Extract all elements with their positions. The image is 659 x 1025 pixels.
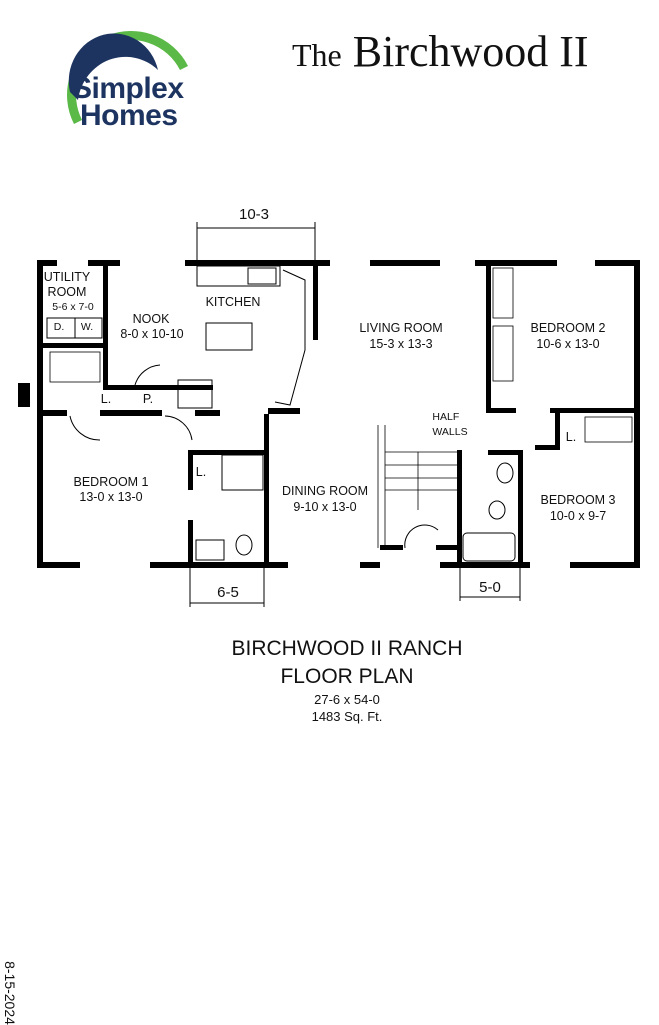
dimension-lines [189, 222, 521, 607]
linen-closet-label: L. [100, 392, 112, 406]
dim-top: 10-3 [238, 206, 270, 223]
kitchen-island [205, 322, 253, 351]
caption-title: BIRCHWOOD II RANCH [231, 637, 463, 660]
title-name: Birchwood II [352, 27, 589, 76]
caption-dimensions: 27-6 x 54-0 [314, 692, 380, 707]
logo-arc-icon [67, 31, 189, 125]
nook-label: NOOK [132, 312, 170, 326]
dining-room-label: DINING ROOM [281, 484, 369, 498]
caption-subtitle: FLOOR PLAN [280, 665, 414, 688]
bedroom2-label: BEDROOM 2 [530, 321, 606, 335]
plan-date: 8-15-2024 [1, 961, 18, 1025]
bedroom3-linen-label: L. [565, 430, 577, 444]
pantry-label: P. [142, 392, 154, 406]
electrical-panel-icon [18, 383, 30, 407]
bedroom1-label: BEDROOM 1 [73, 475, 149, 489]
simplex-homes-logo [18, 10, 223, 135]
caption-area: 1483 Sq. Ft. [311, 709, 383, 724]
washer-label: W. [80, 321, 94, 333]
dim-bottom-left: 6-5 [217, 584, 239, 601]
brand-line2: Homes [80, 99, 178, 132]
bedroom3-size: 10-0 x 9-7 [549, 509, 607, 523]
fixtures [46, 265, 633, 562]
kitchen-label: KITCHEN [205, 295, 261, 309]
dining-room-size: 9-10 x 13-0 [293, 500, 357, 514]
dryer-label: D. [53, 321, 65, 333]
bedroom3-label: BEDROOM 3 [540, 493, 616, 507]
bedroom2-size: 10-6 x 13-0 [536, 337, 600, 351]
walls [37, 260, 640, 568]
plan-title: The Birchwood II [292, 26, 589, 77]
utility-room-size: 5-6 x 7-0 [52, 301, 94, 313]
living-room-size: 15-3 x 13-3 [369, 337, 433, 351]
brand-line1: Simplex [72, 72, 184, 105]
bedroom1-size: 13-0 x 13-0 [79, 490, 143, 504]
title-prefix: The [292, 37, 342, 73]
bath-linen-label: L. [195, 465, 207, 479]
dim-bottom-right: 5-0 [479, 579, 501, 596]
living-room-label: LIVING ROOM [359, 321, 443, 335]
nook-size: 8-0 x 10-10 [120, 327, 184, 341]
